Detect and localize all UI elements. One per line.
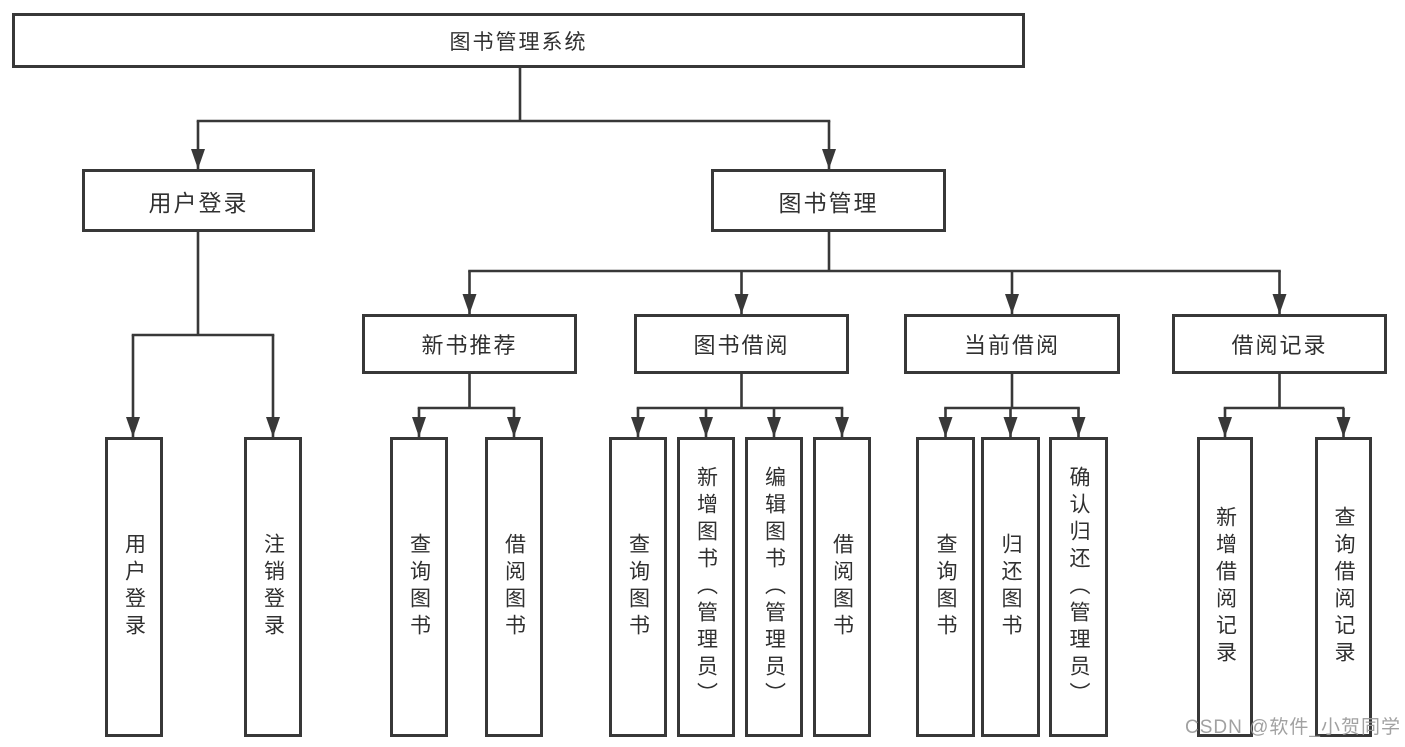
node-cb-return-book: 归还图书 <box>981 437 1040 737</box>
node-leaf-logout: 注销登录 <box>244 437 302 737</box>
node-cb-return-book-label: 归还图书 <box>999 533 1022 641</box>
connector-borrow-records-branch <box>1218 374 1351 437</box>
node-br-query-record-label: 查询借阅记录 <box>1332 506 1355 668</box>
node-cb-query-book-label: 查询图书 <box>934 533 957 641</box>
node-leaf-logout-label: 注销登录 <box>261 533 285 641</box>
node-nbr-query-book-label: 查询图书 <box>407 533 431 641</box>
node-book-management-label: 图书管理 <box>778 189 879 216</box>
node-bb-query-book: 查询图书 <box>609 437 667 737</box>
node-root: 图书管理系统 <box>12 13 1025 68</box>
node-leaf-user-login: 用户登录 <box>105 437 163 737</box>
node-new-book-recommend: 新书推荐 <box>362 314 577 374</box>
connector-current-borrow-branch <box>938 374 1086 437</box>
node-current-borrow-label: 当前借阅 <box>963 333 1060 358</box>
node-cb-query-book: 查询图书 <box>916 437 975 737</box>
node-borrow-records: 借阅记录 <box>1172 314 1387 374</box>
connector-book-management-branch <box>462 232 1287 314</box>
node-bb-query-book-label: 查询图书 <box>626 533 650 641</box>
node-br-add-record-label: 新增借阅记录 <box>1213 506 1237 668</box>
node-nbr-borrow-book: 借阅图书 <box>485 437 543 737</box>
connector-user-login-branch <box>126 232 280 437</box>
csdn-watermark: CSDN @软件_小贺同学 <box>1185 717 1401 738</box>
node-bb-edit-book-admin-label: 编辑图书（管理员） <box>762 465 786 709</box>
connector-root-branch <box>191 68 836 169</box>
node-bb-add-book-admin: 新增图书（管理员） <box>677 437 735 737</box>
node-current-borrow: 当前借阅 <box>904 314 1120 374</box>
node-book-borrow-label: 图书借阅 <box>693 333 790 358</box>
node-cb-confirm-return-admin: 确认归还（管理员） <box>1049 437 1108 737</box>
node-nbr-query-book: 查询图书 <box>390 437 448 737</box>
node-book-borrow: 图书借阅 <box>634 314 849 374</box>
node-root-label: 图书管理系统 <box>449 30 588 54</box>
node-br-add-record: 新增借阅记录 <box>1197 437 1253 737</box>
node-new-book-recommend-label: 新书推荐 <box>421 333 518 358</box>
node-nbr-borrow-book-label: 借阅图书 <box>502 533 526 641</box>
node-br-query-record: 查询借阅记录 <box>1315 437 1372 737</box>
node-leaf-user-login-label: 用户登录 <box>122 533 146 641</box>
node-user-login: 用户登录 <box>82 169 315 232</box>
node-user-login-label: 用户登录 <box>148 189 249 216</box>
connector-new-book-recommend-branch <box>412 374 521 437</box>
node-book-management: 图书管理 <box>711 169 946 232</box>
node-bb-borrow-book: 借阅图书 <box>813 437 871 737</box>
connector-book-borrow-branch <box>631 374 849 437</box>
node-bb-edit-book-admin: 编辑图书（管理员） <box>745 437 803 737</box>
node-borrow-records-label: 借阅记录 <box>1231 333 1328 358</box>
node-bb-add-book-admin-label: 新增图书（管理员） <box>694 465 718 709</box>
node-bb-borrow-book-label: 借阅图书 <box>830 533 854 641</box>
node-cb-confirm-return-admin-label: 确认归还（管理员） <box>1067 465 1090 709</box>
